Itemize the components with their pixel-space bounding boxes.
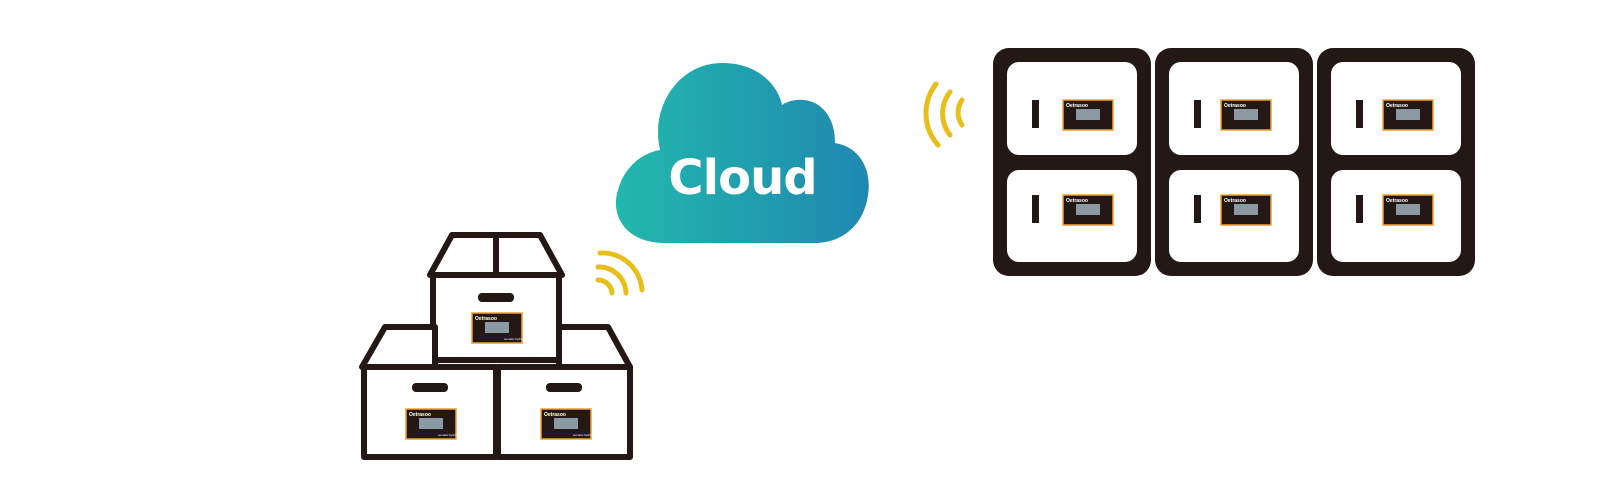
storage-cabinets-icon: Oetrasoo Oetrasoo Oetrasoo Oetrasoo Oetr… xyxy=(993,48,1475,276)
device-title: Oetrasoo xyxy=(1224,103,1246,109)
device-title: Oetrasoo xyxy=(409,412,431,418)
wifi-signal-icon xyxy=(595,250,645,296)
device-title: Oetrasoo xyxy=(475,316,497,322)
cloud-label: Cloud xyxy=(668,150,817,206)
device-title: Oetrasoo xyxy=(1386,198,1408,204)
device-title: Oetrasoo xyxy=(544,412,566,418)
device-brand: somatic hydro xyxy=(504,337,523,341)
device-title: Oetrasoo xyxy=(1386,103,1408,109)
device-title: Oetrasoo xyxy=(1066,198,1088,204)
wifi-signal-icon xyxy=(923,81,965,148)
device-title: Oetrasoo xyxy=(1224,198,1246,204)
device-brand: somatic hydro xyxy=(573,433,592,437)
device-title: Oetrasoo xyxy=(1066,103,1088,109)
stacked-boxes-icon: Oetrasoo somatic hydro Oetrasoo somatic … xyxy=(359,232,633,460)
cloud-icon xyxy=(615,63,869,243)
device-brand: somatic hydro xyxy=(438,433,457,437)
